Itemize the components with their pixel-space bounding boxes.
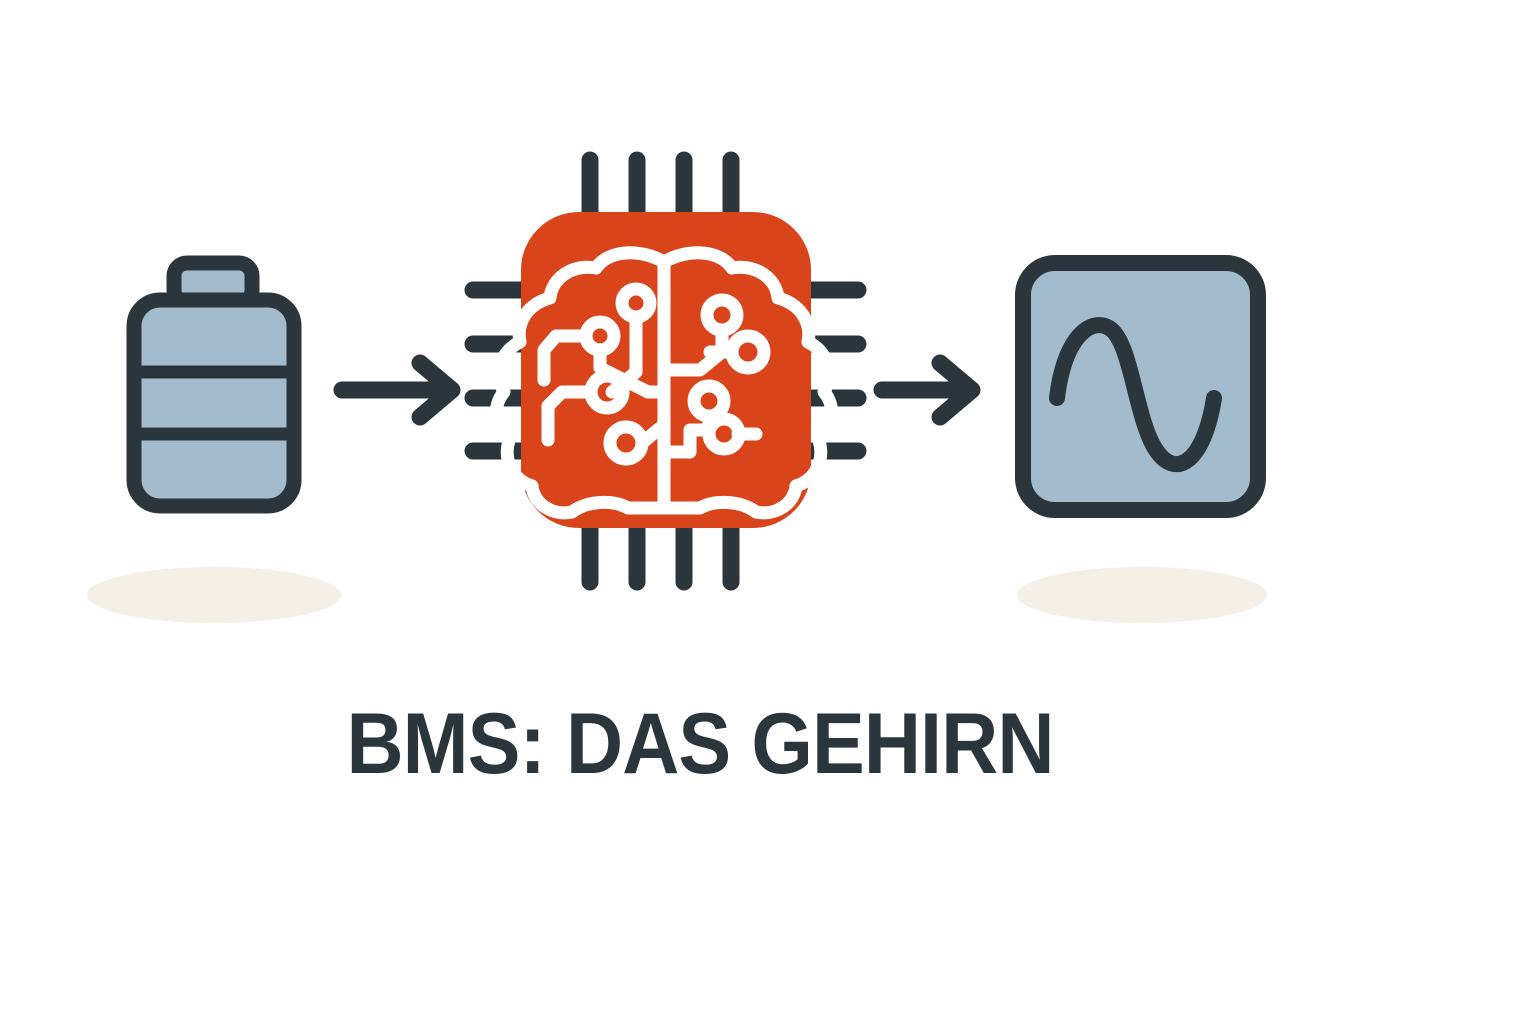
brain-glyph (489, 246, 839, 520)
battery-icon[interactable] (126, 255, 302, 514)
page-title: BMS: DAS GEHIRN (346, 696, 1054, 792)
brain-chip-icon[interactable] (464, 151, 867, 591)
shadow-group (87, 567, 1267, 623)
display-shadow (1017, 567, 1267, 623)
sine-wave-display-icon[interactable] (1015, 255, 1266, 518)
arrow-right-icon-2 (873, 354, 981, 426)
battery-body (126, 292, 302, 514)
arrow-right-icon-1 (333, 354, 461, 426)
battery-shadow (87, 567, 341, 623)
sine-wave-trace (1049, 317, 1222, 473)
